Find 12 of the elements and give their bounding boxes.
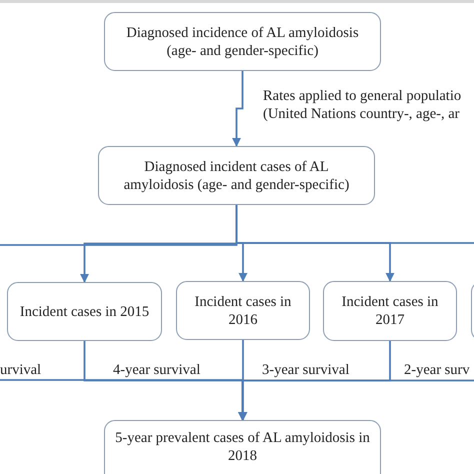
process-box: Incident cases in 2015 — [7, 282, 162, 341]
process-box: Incident cases in 2016 — [176, 281, 310, 340]
edge-label: 2-year surv — [404, 361, 471, 379]
process-box: Diagnosed incident cases of AL amyloidosis (age- and gender-specific) — [98, 146, 375, 205]
edge-label: urvival — [0, 361, 42, 379]
process-box: Diagnosed incidence of AL amyloidosis (age- and gender-specific) — [104, 12, 381, 71]
edge-label: 4-year survival — [113, 361, 202, 379]
process-box: 5-year prevalent cases of AL amyloidosis in 2018 — [104, 420, 381, 474]
arrow — [232, 71, 244, 147]
edge-label: Rates applied to general populatio (United Nations country-, age-, ar — [263, 87, 462, 123]
edge-label: 3-year survival — [262, 361, 350, 379]
process-box: Incident cases in 2017 — [323, 281, 457, 341]
